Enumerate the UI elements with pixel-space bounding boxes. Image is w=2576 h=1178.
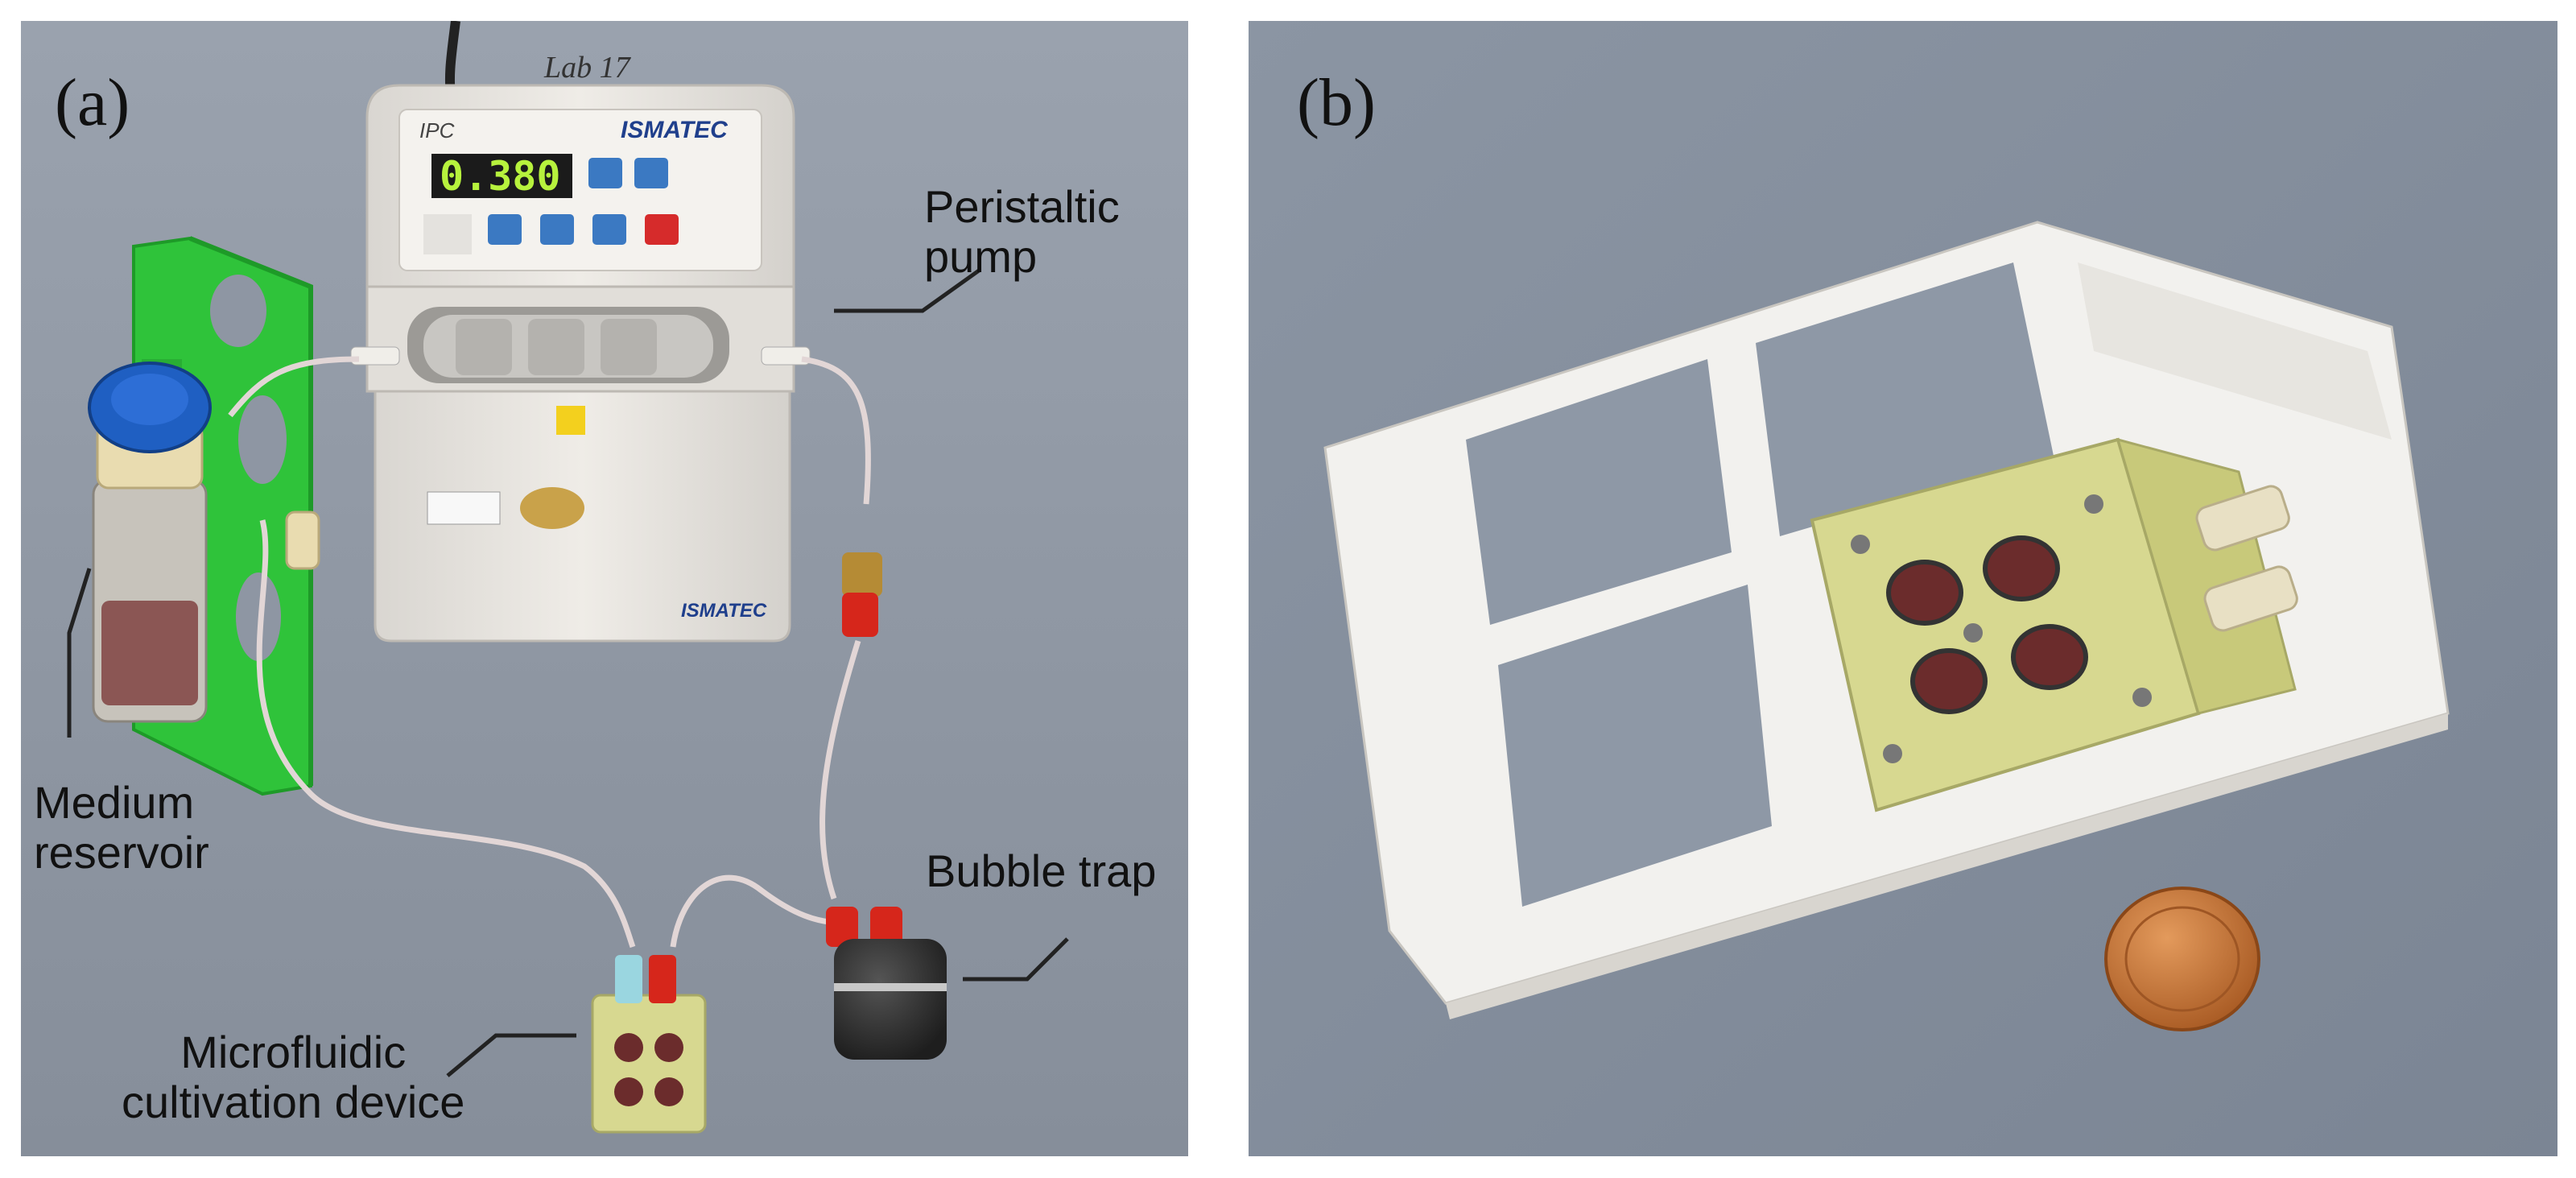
mode-button-1 [488,214,522,245]
one-cent-coin [2104,887,2260,1031]
down-arrow-button [634,158,668,188]
stop-button [645,214,679,245]
window-bottom-left [1498,585,1772,907]
bubble-trap [826,907,947,1060]
panel-a-photo: Lab 17 IPC ISMATEC 0.380 [21,21,1188,1156]
panel-a-letter: (a) [55,65,130,140]
pump-brand-label: ISMATEC [621,117,729,143]
panel-a: Lab 17 IPC ISMATEC 0.380 [21,21,1188,1156]
panel-b-letter: (b) [1297,65,1376,140]
pump-handwritten-label: Lab 17 [543,51,632,85]
mode-button-2 [540,214,574,245]
reservoir-label-line-1: Medium [34,777,195,828]
red-connector-1 [842,593,878,637]
medium-reservoir-bottle [88,362,320,723]
window-top-right [1756,262,2054,536]
chip-fitting-2 [2203,565,2298,632]
device-label-line-1: Microfluidic [180,1027,407,1077]
tubing [228,356,871,949]
panel-b: (b) [1249,21,2557,1156]
chip-fitting-1 [2195,485,2290,552]
pump-model-label: IPC [419,118,455,143]
pump-leader-line [834,268,980,313]
brass-fitting [842,552,882,597]
reservoir-leader-line [67,568,92,738]
direction-button [592,214,626,245]
pump-label: Peristaltic pump [924,182,1120,281]
reservoir-label: Medium reservoir [34,778,209,877]
pump-label-line-1: Peristaltic [924,181,1120,232]
device-label-line-2: cultivation device [122,1076,465,1127]
lcd-reading: 0.380 [440,153,561,200]
bubble-trap-label: Bubble trap [926,846,1156,896]
microfluidic-device [591,955,707,1134]
microfluidic-chip [1810,437,2298,812]
window-top-left [1466,359,1732,625]
panel-b-photo [1249,21,2557,1156]
pump-label-line-2: pump [924,230,1038,282]
lcd-display [431,154,572,198]
pump-base-brand: ISMATEC [681,600,767,622]
device-leader-line [446,1033,576,1077]
peristaltic-pump: Lab 17 IPC ISMATEC 0.380 [350,51,811,643]
bubble-trap-leader-line [963,937,1069,982]
reservoir-label-line-2: reservoir [34,826,209,878]
warning-sticker [556,406,585,435]
bubble-trap-label-line-1: Bubble trap [926,845,1157,896]
calibration-sticker [520,487,584,529]
pump-switch [427,491,501,525]
up-arrow-button [588,158,622,188]
device-label: Microfluidic cultivation device [122,1027,464,1126]
